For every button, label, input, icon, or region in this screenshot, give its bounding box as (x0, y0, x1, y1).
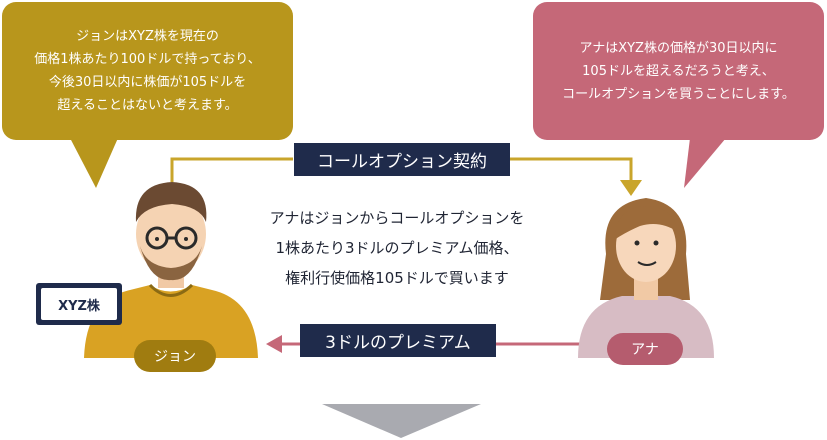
john-name-badge: ジョン (134, 340, 216, 372)
john-figure (84, 182, 258, 358)
stock-card: XYZ株 (36, 283, 122, 325)
stock-card-label: XYZ株 (41, 288, 117, 320)
premium-arrow-head (266, 335, 282, 353)
contract-arrow-line (170, 157, 293, 182)
center-description: アナはジョンからコールオプションを 1株あたり3ドルのプレミアム価格、 権利行使… (269, 209, 525, 287)
ana-name-badge: アナ (607, 333, 683, 365)
contract-arrow-line-right (510, 157, 633, 182)
contract-label: コールオプション契約 (294, 143, 510, 176)
contract-arrow-head (620, 180, 642, 196)
john-thought-bubble: ジョンはXYZ株を現在の 価格1株あたり100ドルで持っており、 今後30日以内… (2, 2, 293, 140)
ana-bubble-tail (684, 138, 726, 188)
john-bubble-tail (70, 138, 118, 188)
down-arrow (322, 404, 481, 438)
premium-label: 3ドルのプレミアム (300, 324, 496, 357)
ana-thought-bubble: アナはXYZ株の価格が30日以内に 105ドルを超えるだろうと考え、 コールオプ… (533, 2, 824, 140)
